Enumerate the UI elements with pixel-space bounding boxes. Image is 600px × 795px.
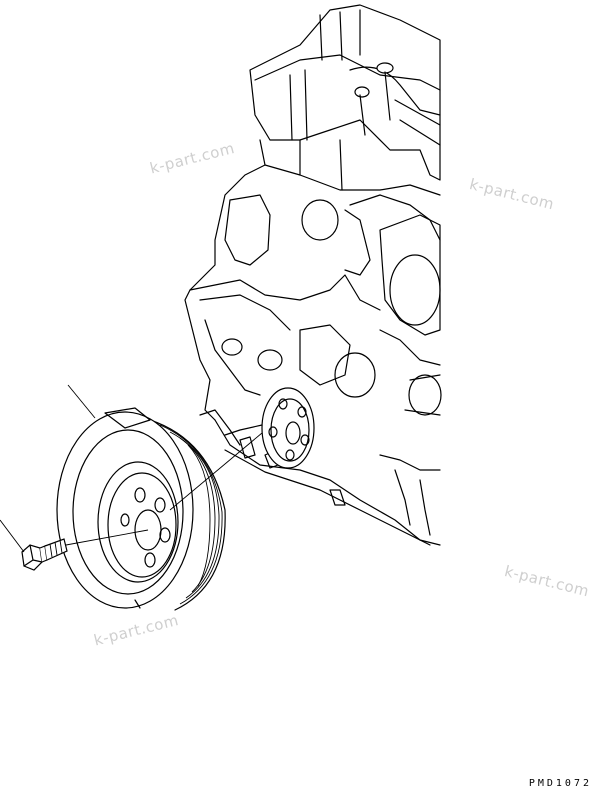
- engine-block: [184, 4, 442, 546]
- leader-lines: [0, 384, 263, 553]
- crankshaft-hub: [224, 387, 315, 469]
- crankshaft-pulley: [56, 407, 226, 611]
- figure-code: PMD1072: [528, 778, 592, 789]
- pulley-bolt: [21, 538, 68, 571]
